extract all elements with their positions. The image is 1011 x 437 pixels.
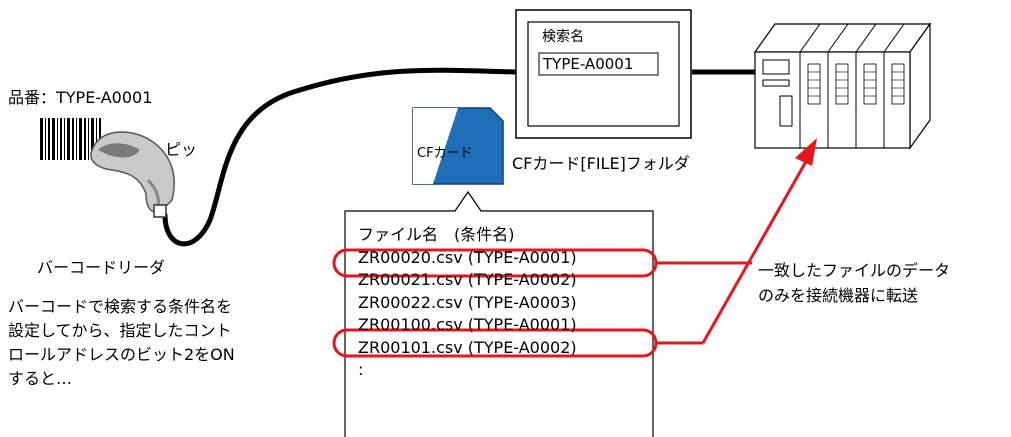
description-line: バーコードで検索する条件名を bbox=[8, 297, 233, 316]
transfer-note-line: 一致したファイルのデータ bbox=[758, 261, 951, 280]
search-name-value: TYPE-A0001 bbox=[543, 55, 634, 73]
file-list: ファイル名 (条件名) ZR00020.csv (TYPE-A0001) ZR0… bbox=[345, 224, 655, 382]
cf-card-icon bbox=[412, 107, 504, 185]
description-text: バーコードで検索する条件名を 設定してから、指定したコント ロールアドレスのビッ… bbox=[8, 295, 235, 391]
description-line: 設定してから、指定したコント bbox=[8, 321, 232, 340]
display-panel bbox=[515, 9, 692, 139]
search-name-label: 検索名 bbox=[542, 29, 584, 45]
file-list-item: ZR00101.csv (TYPE-A0002) bbox=[358, 337, 577, 357]
description-line: すると… bbox=[8, 369, 73, 388]
file-list-ellipsis: : bbox=[358, 360, 364, 379]
transfer-arrow-head bbox=[795, 138, 817, 166]
cf-card-text: CFカード bbox=[417, 146, 473, 161]
barcode-reader-label: バーコードリーダ bbox=[37, 258, 166, 277]
file-list-header: ファイル名 (条件名) bbox=[358, 225, 515, 244]
description-line: ロールアドレスのビット2をON bbox=[8, 345, 235, 364]
part-number-label: 品番：TYPE-A0001 bbox=[8, 88, 153, 107]
transfer-arrow-line bbox=[701, 157, 810, 344]
cf-folder-label: CFカード[FILE]フォルダ bbox=[512, 154, 690, 173]
transfer-note: 一致したファイルのデータ のみを接続機器に転送 bbox=[758, 258, 950, 308]
reader-cable bbox=[162, 67, 518, 247]
plc-unit-icon bbox=[753, 22, 932, 150]
file-list-item: ZR00020.csv (TYPE-A0001) bbox=[358, 247, 577, 267]
transfer-note-line: のみを接続機器に転送 bbox=[758, 286, 919, 305]
beep-text: ピッ bbox=[165, 140, 198, 159]
file-list-callout bbox=[344, 190, 654, 437]
file-list-item: ZR00022.csv (TYPE-A0003) bbox=[358, 292, 577, 312]
barcode-reader-icon bbox=[90, 131, 175, 218]
file-list-item: ZR00021.csv (TYPE-A0002) bbox=[358, 270, 577, 289]
barcode-graphic bbox=[40, 118, 101, 160]
file-list-item: ZR00100.csv (TYPE-A0001) bbox=[358, 315, 577, 334]
